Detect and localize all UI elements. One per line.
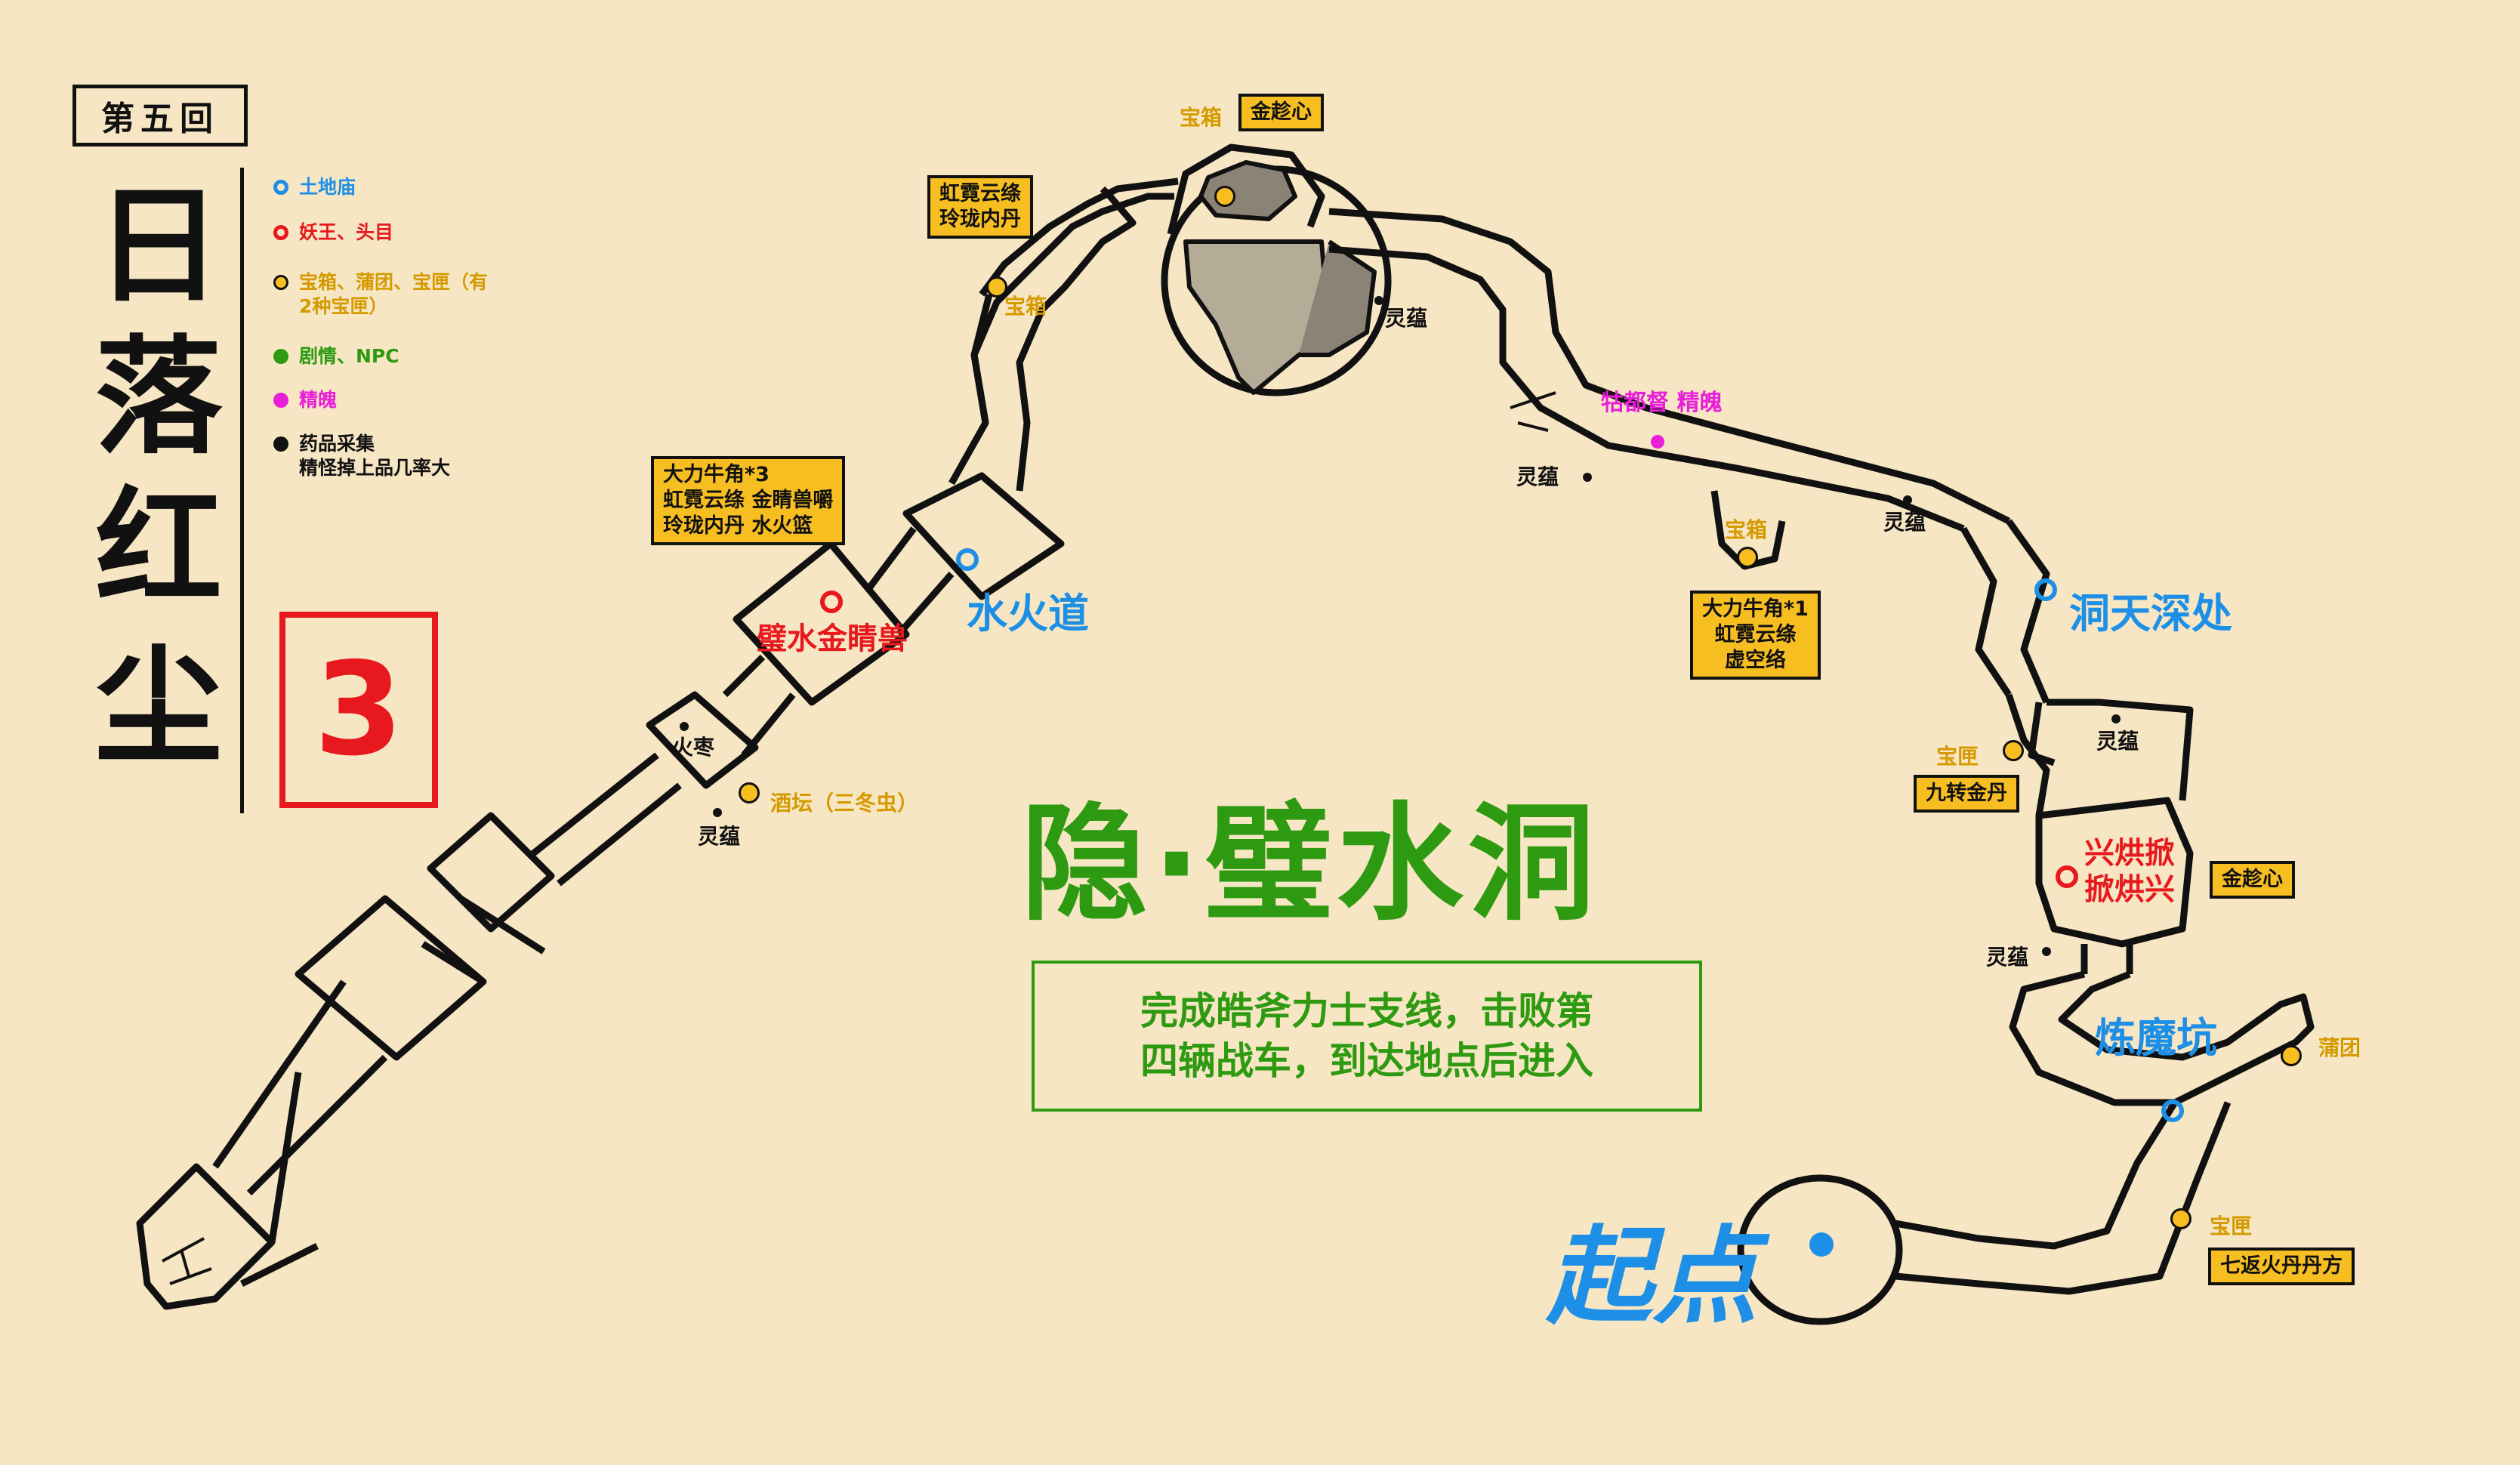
- label-lingyun-2: 灵蕴: [1385, 306, 1428, 331]
- cave-chamber-boss: [733, 540, 910, 706]
- cave-tunnel-right-mid: [2005, 693, 2194, 974]
- label-lingyun-4: 灵蕴: [1883, 510, 1926, 535]
- spirit-dot-icon: [273, 393, 288, 408]
- label-putuan: 蒲团: [2318, 1035, 2361, 1060]
- chest-dot-icon: [273, 275, 288, 290]
- label-huozao: 火枣: [672, 735, 715, 760]
- label-chest-mid: 宝箱: [1725, 517, 1768, 542]
- label-chest-top: 宝箱: [1180, 105, 1223, 130]
- legend-label-shrine: 土地庙: [299, 176, 356, 198]
- cave-tunnel-right-descend: [1960, 519, 2050, 704]
- cave-rubble-top: [1510, 391, 1556, 432]
- casket-dot-icon: [2003, 740, 2024, 761]
- info-box-top-chest: 金趁心: [1238, 94, 1324, 131]
- herb-dot-icon: [2042, 947, 2051, 956]
- story-dot-icon: [273, 349, 288, 364]
- title-char-1: 日: [95, 171, 222, 320]
- chapter-label: 第五回: [72, 85, 248, 146]
- putuan-dot-icon: [2281, 1045, 2302, 1066]
- shrine-ring-icon: [2034, 578, 2057, 601]
- legend-label-herb: 药品采集 精怪掉上品几率大: [299, 433, 451, 479]
- chest-dot-icon: [1214, 186, 1235, 207]
- info-box-rainbow: 虹霓云绦 玲珑内丹: [927, 175, 1033, 239]
- place-shuihuo: 水火道: [967, 590, 1089, 637]
- start-label: 起点: [1547, 1216, 1759, 1339]
- herb-dot-icon: [273, 436, 288, 452]
- title-char-3: 红: [95, 473, 222, 622]
- label-lingyun-3: 灵蕴: [1516, 464, 1559, 489]
- info-box-qifan: 七返火丹丹方: [2208, 1248, 2355, 1285]
- legend-item-chest: 宝箱、蒲团、宝匣（有2种宝匣）: [273, 270, 500, 319]
- level-number: 3: [279, 612, 438, 808]
- cave-chamber-mid: [427, 812, 555, 933]
- place-dongtian: 洞天深处: [2069, 590, 2232, 637]
- boss-xinghong: 兴烘掀 掀烘兴: [2084, 836, 2175, 907]
- shrine-ring-icon: [956, 548, 979, 571]
- jiutan-dot-icon: [739, 782, 760, 803]
- label-lingyun-6: 灵蕴: [1986, 945, 2029, 970]
- label-lingyun-1: 灵蕴: [698, 824, 741, 849]
- chest-dot-icon: [1737, 547, 1758, 568]
- cave-chamber-huozao: [646, 691, 759, 789]
- boss-ring-icon: [273, 225, 288, 240]
- cave-tunnel-to-start: [1895, 1100, 2232, 1295]
- cave-chamber-lower: [295, 895, 487, 1061]
- legend-label-story: 剧情、NPC: [299, 345, 399, 367]
- casket-dot-icon: [2170, 1208, 2192, 1229]
- herb-dot-icon: [680, 722, 689, 731]
- info-box-jiuzhuan: 九转金丹: [1914, 775, 2019, 813]
- legend-label-boss: 妖王、头目: [299, 221, 394, 243]
- map-name: 隐·璧水洞: [1021, 790, 1599, 938]
- cave-top-shade-b: [1299, 239, 1377, 357]
- info-box-bishui-drops: 大力牛角*3 虹霓云绦 金睛兽嚼 玲珑内丹 水火篮: [651, 456, 846, 545]
- cave-top-peak: [1167, 143, 1325, 236]
- legend-item-spirit: 精魄: [273, 388, 337, 412]
- place-lianmo: 炼魔坑: [2095, 1014, 2217, 1062]
- title-char-2: 落: [95, 322, 222, 471]
- cave-chamber-start: [1737, 1174, 1903, 1325]
- cave-chamber-xinghong: [2035, 797, 2194, 948]
- legend-item-story: 剧情、NPC: [273, 344, 399, 369]
- label-jiutan: 酒坛（三冬虫）: [770, 791, 919, 816]
- info-box-xinghong-drop: 金趁心: [2210, 861, 2295, 899]
- label-casket-right: 宝匣: [1936, 744, 1979, 769]
- boss-ring-icon: [820, 591, 843, 613]
- label-lingyun-5: 灵蕴: [2096, 729, 2139, 754]
- herb-dot-icon: [713, 808, 722, 817]
- boss-bishui: 璧水金睛兽: [757, 621, 908, 656]
- chest-dot-icon: [986, 276, 1007, 298]
- herb-dot-icon: [1583, 473, 1592, 482]
- herb-dot-icon: [1903, 495, 1912, 504]
- shrine-ring-icon: [2161, 1100, 2184, 1122]
- herb-dot-icon: [2111, 714, 2121, 723]
- start-dot-icon: [1809, 1232, 1834, 1257]
- legend-item-herb: 药品采集 精怪掉上品几率大: [273, 432, 450, 480]
- spirit-dot-icon: [1651, 435, 1664, 449]
- entry-note: 完成皓斧力士支线，击败第 四辆战车，到达地点后进入: [1032, 961, 1702, 1112]
- herb-dot-icon: [1374, 296, 1383, 305]
- legend-label-spirit: 精魄: [299, 389, 338, 411]
- cave-loop-lianmo: [2009, 970, 2315, 1106]
- legend-item-shrine: 土地庙: [273, 175, 356, 199]
- label-casket-bottom: 宝匣: [2210, 1214, 2253, 1238]
- legend-item-boss: 妖王、头目: [273, 221, 393, 245]
- boss-ring-icon: [2056, 865, 2078, 888]
- cave-tunnel-upper-right: [1328, 208, 2011, 532]
- entry-note-text: 完成皓斧力士支线，击败第 四辆战车，到达地点后进入: [1140, 989, 1593, 1083]
- info-box-mid-drops: 大力牛角*1 虹霓云绦 虚空络: [1690, 591, 1821, 680]
- cave-chamber-shuihuo: [902, 472, 1065, 600]
- cave-rubble-left: [162, 1237, 212, 1285]
- cave-room-bottom-left: [136, 1163, 276, 1310]
- title-char-4: 尘: [95, 631, 222, 781]
- label-chest-upper-left: 宝箱: [1004, 294, 1047, 319]
- shrine-ring-icon: [273, 180, 288, 195]
- title-divider: [240, 168, 244, 813]
- spirit-gududu: 牯都督 精魄: [1601, 390, 1723, 416]
- cave-tunnel-upper-left: [970, 177, 1179, 424]
- legend-label-chest: 宝箱、蒲团、宝匣（有2种宝匣）: [299, 271, 489, 317]
